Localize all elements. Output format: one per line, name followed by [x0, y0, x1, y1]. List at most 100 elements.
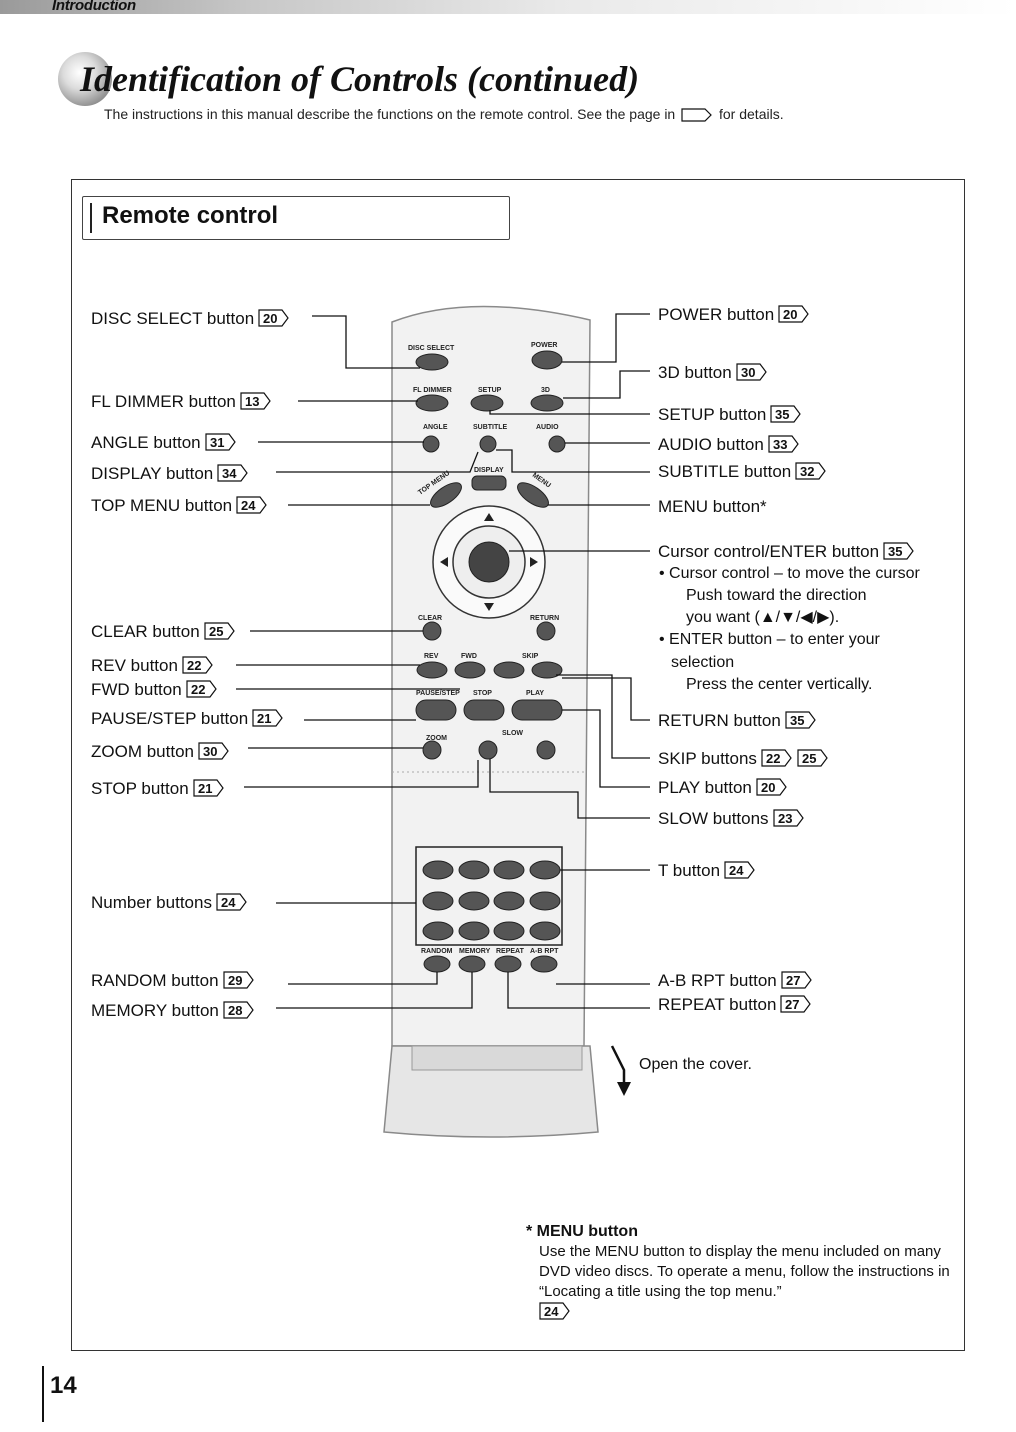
remote-label-skip: SKIP	[522, 653, 539, 660]
return-key[interactable]	[536, 621, 556, 641]
remote-label-slow: SLOW	[502, 730, 523, 737]
number-key[interactable]	[529, 921, 561, 941]
slow-back-key[interactable]	[478, 740, 498, 760]
remote-label-disc-select: DISC SELECT	[408, 345, 455, 352]
fwd-key[interactable]	[454, 661, 486, 679]
number-key[interactable]	[422, 860, 454, 880]
zoom-key[interactable]	[422, 740, 442, 760]
clear-key[interactable]	[422, 621, 442, 641]
content-frame	[71, 179, 965, 1351]
number-key[interactable]	[422, 891, 454, 911]
audio-key[interactable]	[548, 435, 566, 453]
remote-label-pause-step: PAUSE/STEP	[416, 690, 460, 697]
svg-text:20: 20	[263, 311, 277, 326]
number-key[interactable]	[529, 891, 561, 911]
svg-text:13: 13	[245, 394, 259, 409]
angle-key[interactable]	[422, 435, 440, 453]
number-pad	[415, 846, 563, 973]
page-reference-icon: 28	[223, 1001, 255, 1019]
disc-select-key[interactable]	[415, 353, 449, 371]
number-key[interactable]	[458, 860, 490, 880]
svg-text:22: 22	[187, 658, 201, 673]
t-key[interactable]	[529, 860, 561, 880]
slow-forward-key[interactable]	[536, 740, 556, 760]
page-reference-icon: 24	[539, 1302, 571, 1320]
page-reference-icon: 34	[217, 464, 249, 482]
page-reference-icon: 22	[186, 680, 218, 698]
rev-key[interactable]	[416, 661, 448, 679]
number-key[interactable]	[493, 891, 525, 911]
page-reference-icon: 31	[205, 433, 237, 451]
svg-text:22: 22	[191, 682, 205, 697]
section-heading: Remote control	[102, 202, 279, 229]
power-key[interactable]	[531, 350, 563, 370]
display-key[interactable]	[471, 475, 507, 491]
3d-key[interactable]	[530, 394, 564, 412]
cursor-pad[interactable]	[432, 505, 546, 619]
page-reference-icon: 25	[204, 622, 236, 640]
svg-text:25: 25	[209, 624, 223, 639]
skip-forward-key[interactable]	[531, 661, 563, 679]
header-bar	[0, 0, 1016, 14]
page-reference-icon: 35	[770, 405, 802, 423]
remote-label-random: RANDOM	[421, 948, 453, 955]
remote-label-angle: ANGLE	[423, 424, 448, 431]
skip-back-key[interactable]	[493, 661, 525, 679]
repeat-key[interactable]	[494, 955, 522, 973]
intro-text: The instructions in this manual describe…	[104, 106, 784, 122]
stop-key[interactable]	[463, 699, 505, 721]
top-menu-key[interactable]	[427, 478, 466, 512]
footnote-body: Use the MENU button to display the menu …	[539, 1243, 950, 1300]
footnote: * MENU button Use the MENU button to dis…	[526, 1222, 956, 1323]
number-key[interactable]	[458, 891, 490, 911]
open-cover-arrow	[610, 1045, 631, 1096]
fl-dimmer-key[interactable]	[415, 394, 449, 412]
svg-text:25: 25	[802, 751, 816, 766]
intro-after: for details.	[719, 106, 784, 122]
svg-text:27: 27	[786, 973, 800, 988]
page-reference-icon: 24	[236, 496, 268, 514]
page-reference-icon: 24	[216, 893, 248, 911]
pause-step-key[interactable]	[415, 699, 457, 721]
memory-key[interactable]	[458, 955, 486, 973]
page-reference-icon: 21	[193, 779, 225, 797]
number-key[interactable]	[493, 921, 525, 941]
svg-text:30: 30	[203, 744, 217, 759]
remote-label-audio: AUDIO	[536, 424, 559, 431]
svg-text:24: 24	[241, 498, 256, 513]
svg-text:21: 21	[257, 711, 271, 726]
number-key[interactable]	[422, 921, 454, 941]
remote-label-rev: REV	[424, 653, 439, 660]
page-reference-icon: 30	[198, 742, 230, 760]
leader-lines	[236, 313, 650, 1009]
page-title: Identification of Controls (continued)	[80, 59, 640, 99]
page-reference-icon: 22	[182, 656, 214, 674]
remote-label-3d: 3D	[541, 387, 550, 394]
number-key[interactable]	[458, 921, 490, 941]
open-cover-caption: Open the cover.	[639, 1056, 752, 1073]
cursor-detail-2: Push toward the direction	[686, 587, 867, 604]
play-key[interactable]	[511, 699, 563, 721]
page-reference-icon: 24	[724, 861, 756, 879]
number-key[interactable]	[493, 860, 525, 880]
remote-label-repeat: REPEAT	[496, 948, 525, 955]
subtitle-key[interactable]	[479, 435, 497, 453]
label-menu: MENU button*	[658, 497, 767, 516]
svg-text:20: 20	[783, 307, 797, 322]
svg-text:34: 34	[222, 466, 237, 481]
svg-text:27: 27	[785, 997, 799, 1012]
setup-key[interactable]	[470, 394, 504, 412]
random-key[interactable]	[423, 955, 451, 973]
ab-rpt-key[interactable]	[530, 955, 558, 973]
menu-key[interactable]	[514, 478, 553, 512]
